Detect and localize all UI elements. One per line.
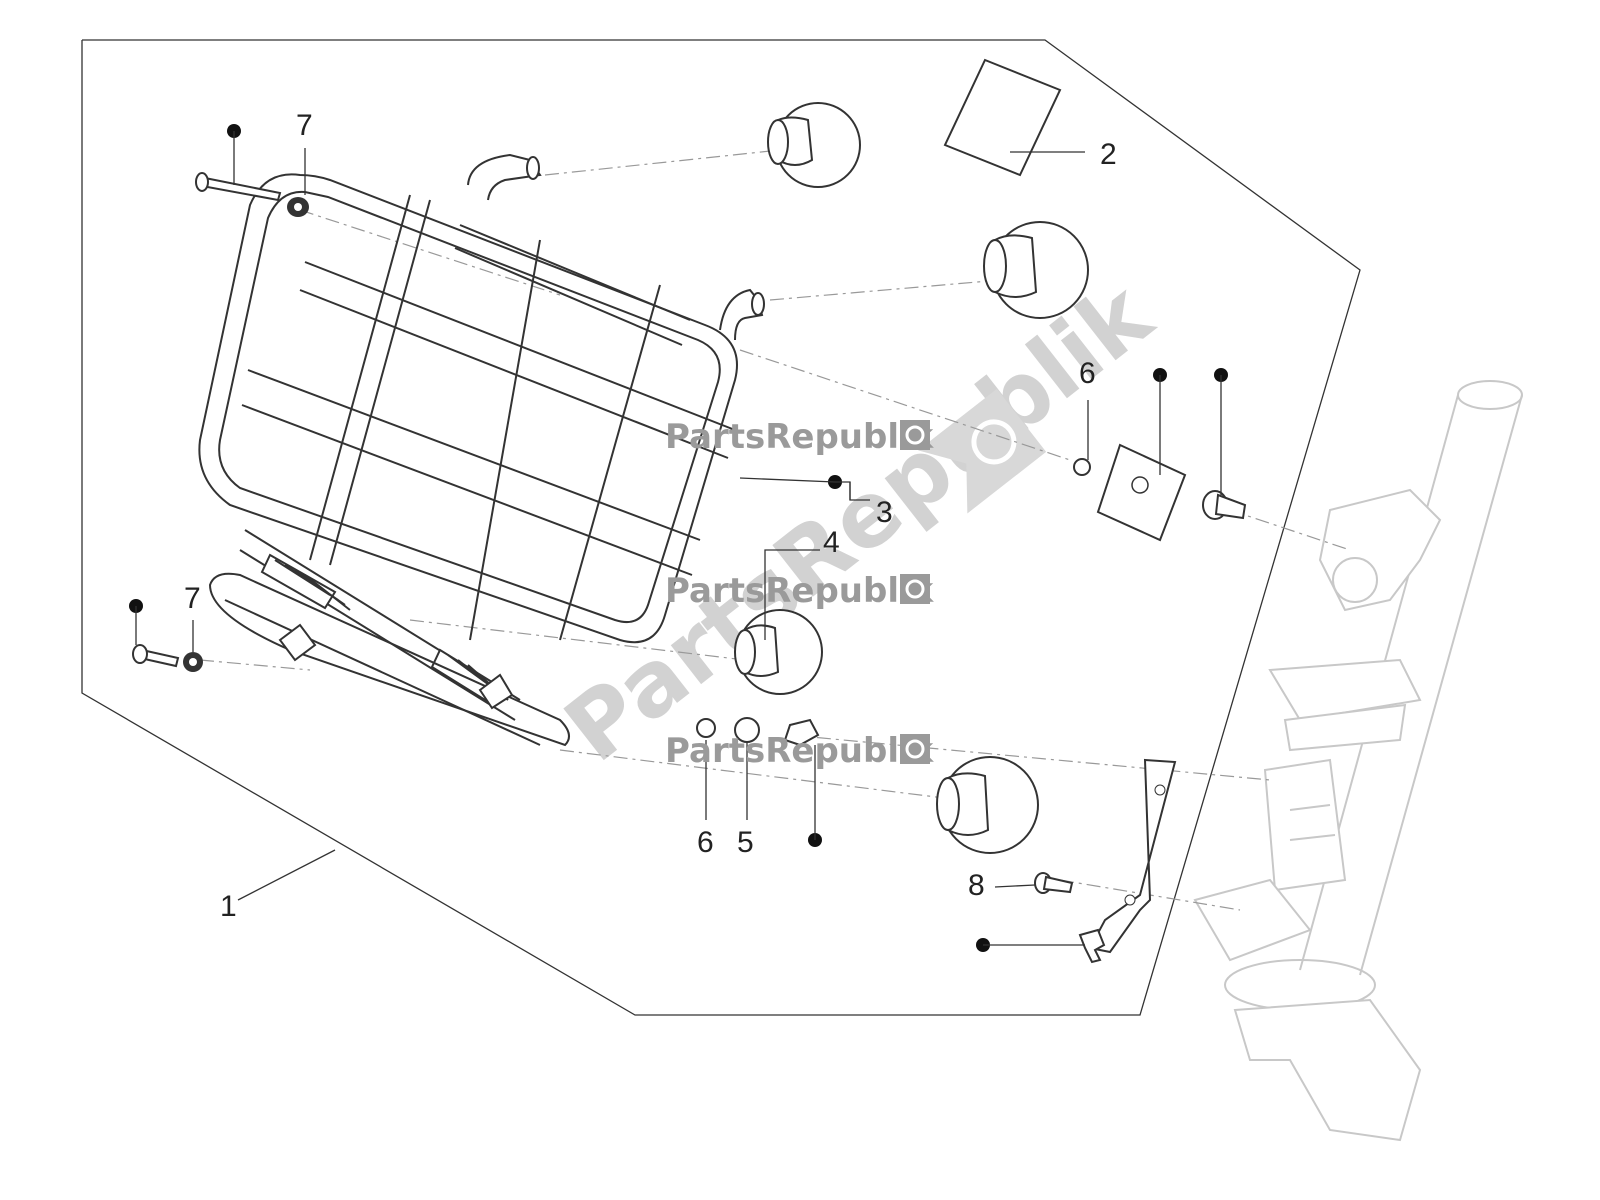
callout-1: 1 <box>220 890 237 923</box>
watermark-gear-icon <box>900 734 930 764</box>
callout-5: 5 <box>737 826 754 859</box>
stud-bolt <box>1078 928 1106 964</box>
watermark-gear-icon <box>900 574 930 604</box>
screw-top-left <box>195 172 282 202</box>
screw-item-8 <box>1034 872 1074 894</box>
callout-6-lower: 6 <box>697 826 714 859</box>
screw-lower-left <box>132 644 180 668</box>
watermark-small-2: PartsRepublik <box>665 571 935 611</box>
svg-text:PartsRepublik: PartsRepublik <box>665 731 935 771</box>
svg-text:PartsRepublik: PartsRepublik <box>665 571 935 611</box>
rubber-buffer-lower <box>734 609 823 695</box>
rubber-buffer-top <box>767 102 861 188</box>
assembly-lines <box>199 149 1351 911</box>
watermark-small-3: PartsRepublik <box>665 731 935 771</box>
nut-lower <box>783 718 820 747</box>
rubber-buffer-mid <box>983 221 1089 319</box>
callout-7-top: 7 <box>296 109 313 142</box>
callout-7-lower: 7 <box>184 582 201 615</box>
kit-markers <box>129 124 1228 952</box>
washer-lower <box>696 718 716 738</box>
washer-right <box>1073 458 1091 476</box>
front-rack <box>198 153 765 747</box>
callout-2: 2 <box>1100 138 1117 171</box>
watermark-large-text: PartsRepublik <box>546 261 1172 782</box>
steering-column-ghost <box>1193 380 1523 1142</box>
bolt-right <box>1202 490 1247 520</box>
watermark-gear-icon <box>900 420 930 450</box>
callout-8: 8 <box>968 869 985 902</box>
label-plate <box>943 58 1062 177</box>
watermark-gear-icon <box>918 388 1047 514</box>
assembly-outline <box>81 39 1361 1016</box>
callout-6-right: 6 <box>1079 357 1096 390</box>
callout-4: 4 <box>823 526 840 559</box>
watermark-large: PartsRepublik <box>546 261 1172 782</box>
svg-text:PartsRepublik: PartsRepublik <box>665 417 935 457</box>
leader-lines <box>192 148 1089 901</box>
callout-3: 3 <box>876 496 893 529</box>
watermark-small-1: PartsRepublik <box>665 417 935 457</box>
rubber-buffer-bottom <box>936 756 1039 854</box>
